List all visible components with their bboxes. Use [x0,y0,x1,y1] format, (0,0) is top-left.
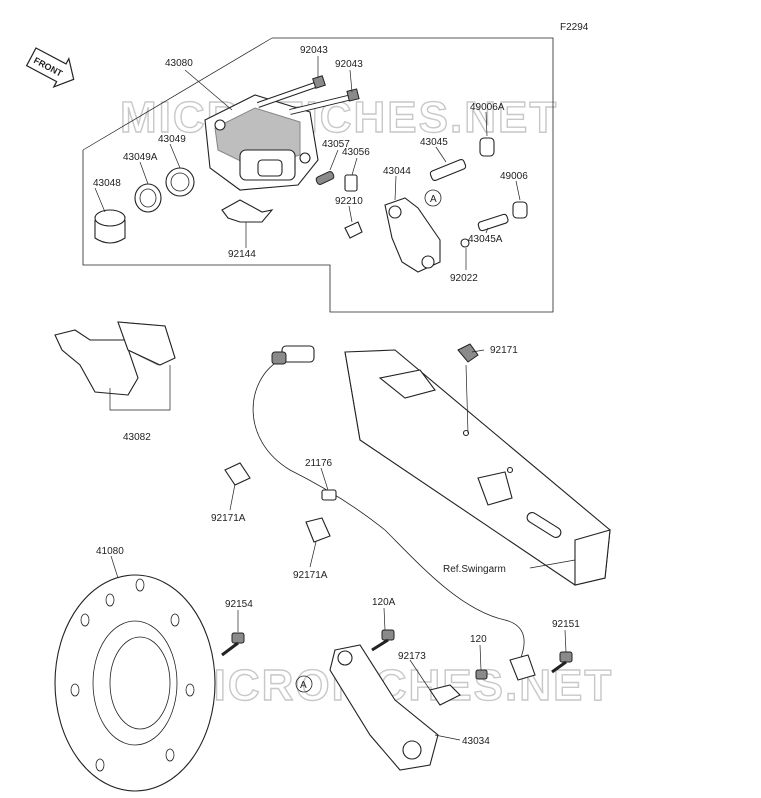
label-120A: 120A [372,597,396,608]
label-43056: 43056 [342,147,370,158]
label-92151: 92151 [552,619,580,630]
caliper-body [204,94,319,191]
bleeder-valve [344,174,358,192]
pad-spring [221,199,274,223]
label-120: 120 [470,634,487,645]
label-41080: 41080 [96,546,124,557]
caliper-bracket-43034 [329,644,461,771]
label-43045A: 43045A [468,234,503,245]
washer-92022 [460,238,470,248]
bolt-120 [475,669,488,680]
label-43044: 43044 [383,166,411,177]
disc-bolt-92154 [221,632,245,657]
label-49006A: 49006A [470,102,505,113]
label-92043-a: 92043 [300,45,328,56]
label-92043-b: 92043 [335,59,363,70]
label-92171A-right: 92171A [293,570,328,581]
clamp-92171A-left [224,462,251,486]
label-92154: 92154 [225,599,253,610]
clamp-92171A-right [305,517,331,543]
label-92210: 92210 [335,196,363,207]
diagram-id: F2294 [560,22,589,33]
callout-a-top [424,189,442,207]
callout-a-top-label: A [430,194,437,205]
slide-pin-43045 [429,158,467,182]
label-43049: 43049 [158,134,186,145]
label-43049A: 43049A [123,152,158,163]
piston-seal [165,167,195,197]
label-92144: 92144 [228,249,256,260]
label-43080: 43080 [165,58,193,69]
callout-a-bottom [295,675,313,693]
label-92022: 92022 [450,273,478,284]
label-43057: 43057 [322,139,350,150]
collar-92210 [344,221,363,239]
caliper-group-box [82,37,554,313]
label-21176: 21176 [305,458,333,469]
boot-49006A [479,137,495,157]
label-92171A-left: 92171A [211,513,246,524]
label-92173: 92173 [398,651,426,662]
swingarm [344,349,611,586]
slide-pin-43045A [477,213,509,232]
dust-seal [134,183,162,213]
clamp-92171 [457,343,479,363]
label-43034: 43034 [462,736,490,747]
label-43048: 43048 [93,178,121,189]
boot-49006 [512,201,528,219]
caliper-piston [94,209,126,244]
brake-pads [54,321,176,396]
bolt-120A [371,629,395,652]
label-92171: 92171 [490,345,518,356]
label-ref-swingarm: Ref.Swingarm [443,564,506,575]
abs-sensor-wire [252,345,536,681]
brake-disc [54,574,216,792]
caliper-bolt-short [289,88,360,115]
front-direction-badge: FRONT [25,47,75,89]
label-43045: 43045 [420,137,448,148]
callout-a-bottom-label: A [300,680,307,691]
label-43082: 43082 [123,432,151,443]
caliper-bolt-long [257,75,326,108]
label-49006: 49006 [500,171,528,182]
bleeder-cap [315,171,335,185]
bolt-92151 [551,651,573,674]
